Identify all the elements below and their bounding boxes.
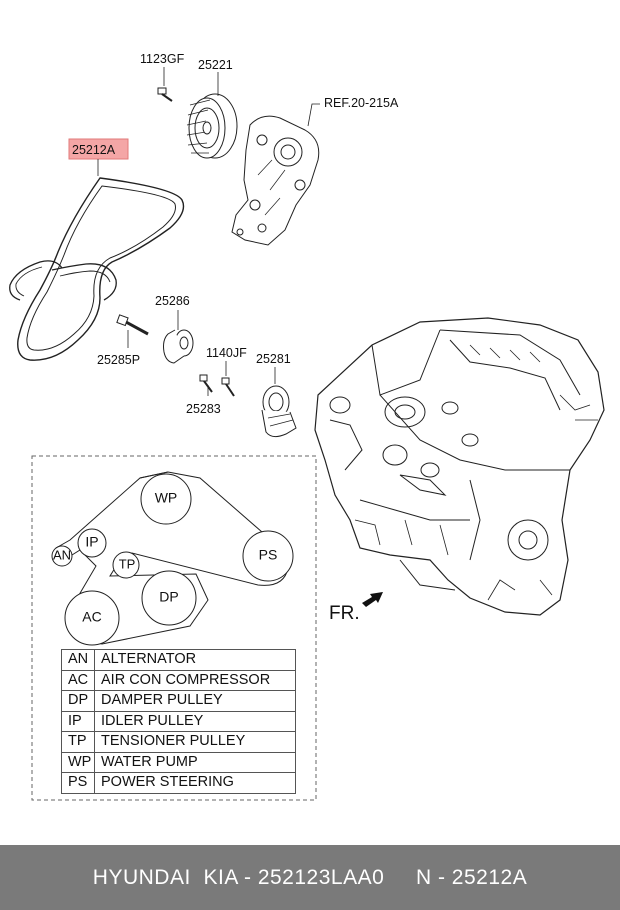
routing-pulley-labels: WP AN IP TP PS DP AC: [53, 490, 277, 625]
legend-row: AC AIR CON COMPRESSOR: [61, 669, 296, 691]
pulley-ip-circle: [77, 528, 107, 558]
label-25212a: 25212A: [72, 143, 116, 157]
pulley-tp-circle: [112, 551, 140, 579]
idler-bolt-icon: [116, 314, 149, 336]
legend-code: DP: [61, 690, 95, 712]
legend-row: DP DAMPER PULLEY: [61, 690, 296, 712]
idler-pulley-icon: [163, 329, 194, 364]
label-1140jf: 1140JF: [206, 346, 247, 360]
belt-routing-box: [31, 455, 317, 801]
pulley-legend-table: AN ALTERNATOR AC AIR CON COMPRESSOR DP D…: [61, 649, 296, 794]
exploded-belt-diagram: 1123GF 25221 REF.20-215A 25212A: [9, 52, 605, 801]
legend-row: WP WATER PUMP: [61, 751, 296, 773]
routing-pulleys: [51, 473, 294, 646]
legend-row: PS POWER STEERING: [61, 772, 296, 794]
engine-block-illustration: [314, 317, 605, 616]
bolt-1123gf-icon: [157, 87, 173, 102]
pulley-wp-label: WP: [155, 490, 178, 506]
label-25281: 25281: [256, 352, 291, 366]
pulley-dp-label: DP: [159, 589, 178, 605]
legend-code: PS: [61, 772, 95, 794]
pulley-dp-circle: [141, 570, 197, 626]
legend-name: WATER PUMP: [94, 751, 296, 773]
pulley-ps-label: PS: [259, 547, 278, 563]
legend-name: IDLER PULLEY: [94, 710, 296, 732]
front-marker-label: FR.: [329, 603, 360, 624]
legend-code: IP: [61, 710, 95, 732]
front-arrow-icon: [362, 592, 383, 607]
pulley-ac-label: AC: [82, 609, 101, 625]
label-25283: 25283: [186, 402, 221, 416]
legend-row: TP TENSIONER PULLEY: [61, 731, 296, 753]
legend-name: TENSIONER PULLEY: [94, 731, 296, 753]
label-25285p: 25285P: [97, 353, 140, 367]
pulley-an-label: AN: [53, 547, 71, 562]
legend-row: AN ALTERNATOR: [61, 649, 296, 671]
pulley-an-circle: [51, 545, 73, 567]
legend-name: AIR CON COMPRESSOR: [94, 669, 296, 691]
belt-label-highlight: [68, 138, 129, 160]
label-25286: 25286: [155, 294, 190, 308]
pulley-tp-label: TP: [119, 556, 136, 571]
legend-name: ALTERNATOR: [94, 649, 296, 671]
legend-code: WP: [61, 751, 95, 773]
water-pump-housing-icon: [231, 115, 320, 246]
legend-name: POWER STEERING: [94, 772, 296, 794]
footer-brand-part: HYUNDAI KIA - 252123LAA0: [92, 865, 385, 889]
pulley-ip-label: IP: [85, 534, 98, 550]
legend-code: TP: [61, 731, 95, 753]
footer-gap: [384, 866, 416, 890]
pulley-ac-circle: [64, 590, 120, 646]
pulley-ps-circle: [242, 530, 294, 582]
tensioner-bolts-icon: [199, 374, 235, 397]
legend-code: AN: [61, 649, 95, 671]
label-ref: REF.20-215A: [324, 96, 399, 110]
serpentine-belt-icon: [9, 177, 185, 361]
pulley-wp-circle: [140, 473, 192, 525]
water-pump-pulley-icon: [186, 93, 238, 159]
tensioner-assembly-icon: [261, 385, 297, 438]
label-1123gf: 1123GF: [140, 52, 185, 66]
label-25221: 25221: [198, 58, 233, 72]
legend-name: DAMPER PULLEY: [94, 690, 296, 712]
part-number-footer: HYUNDAI KIA - 252123LAA0 N - 25212A: [0, 845, 620, 910]
legend-row: IP IDLER PULLEY: [61, 710, 296, 732]
legend-code: AC: [61, 669, 95, 691]
footer-ref-part: N - 25212A: [415, 865, 528, 889]
